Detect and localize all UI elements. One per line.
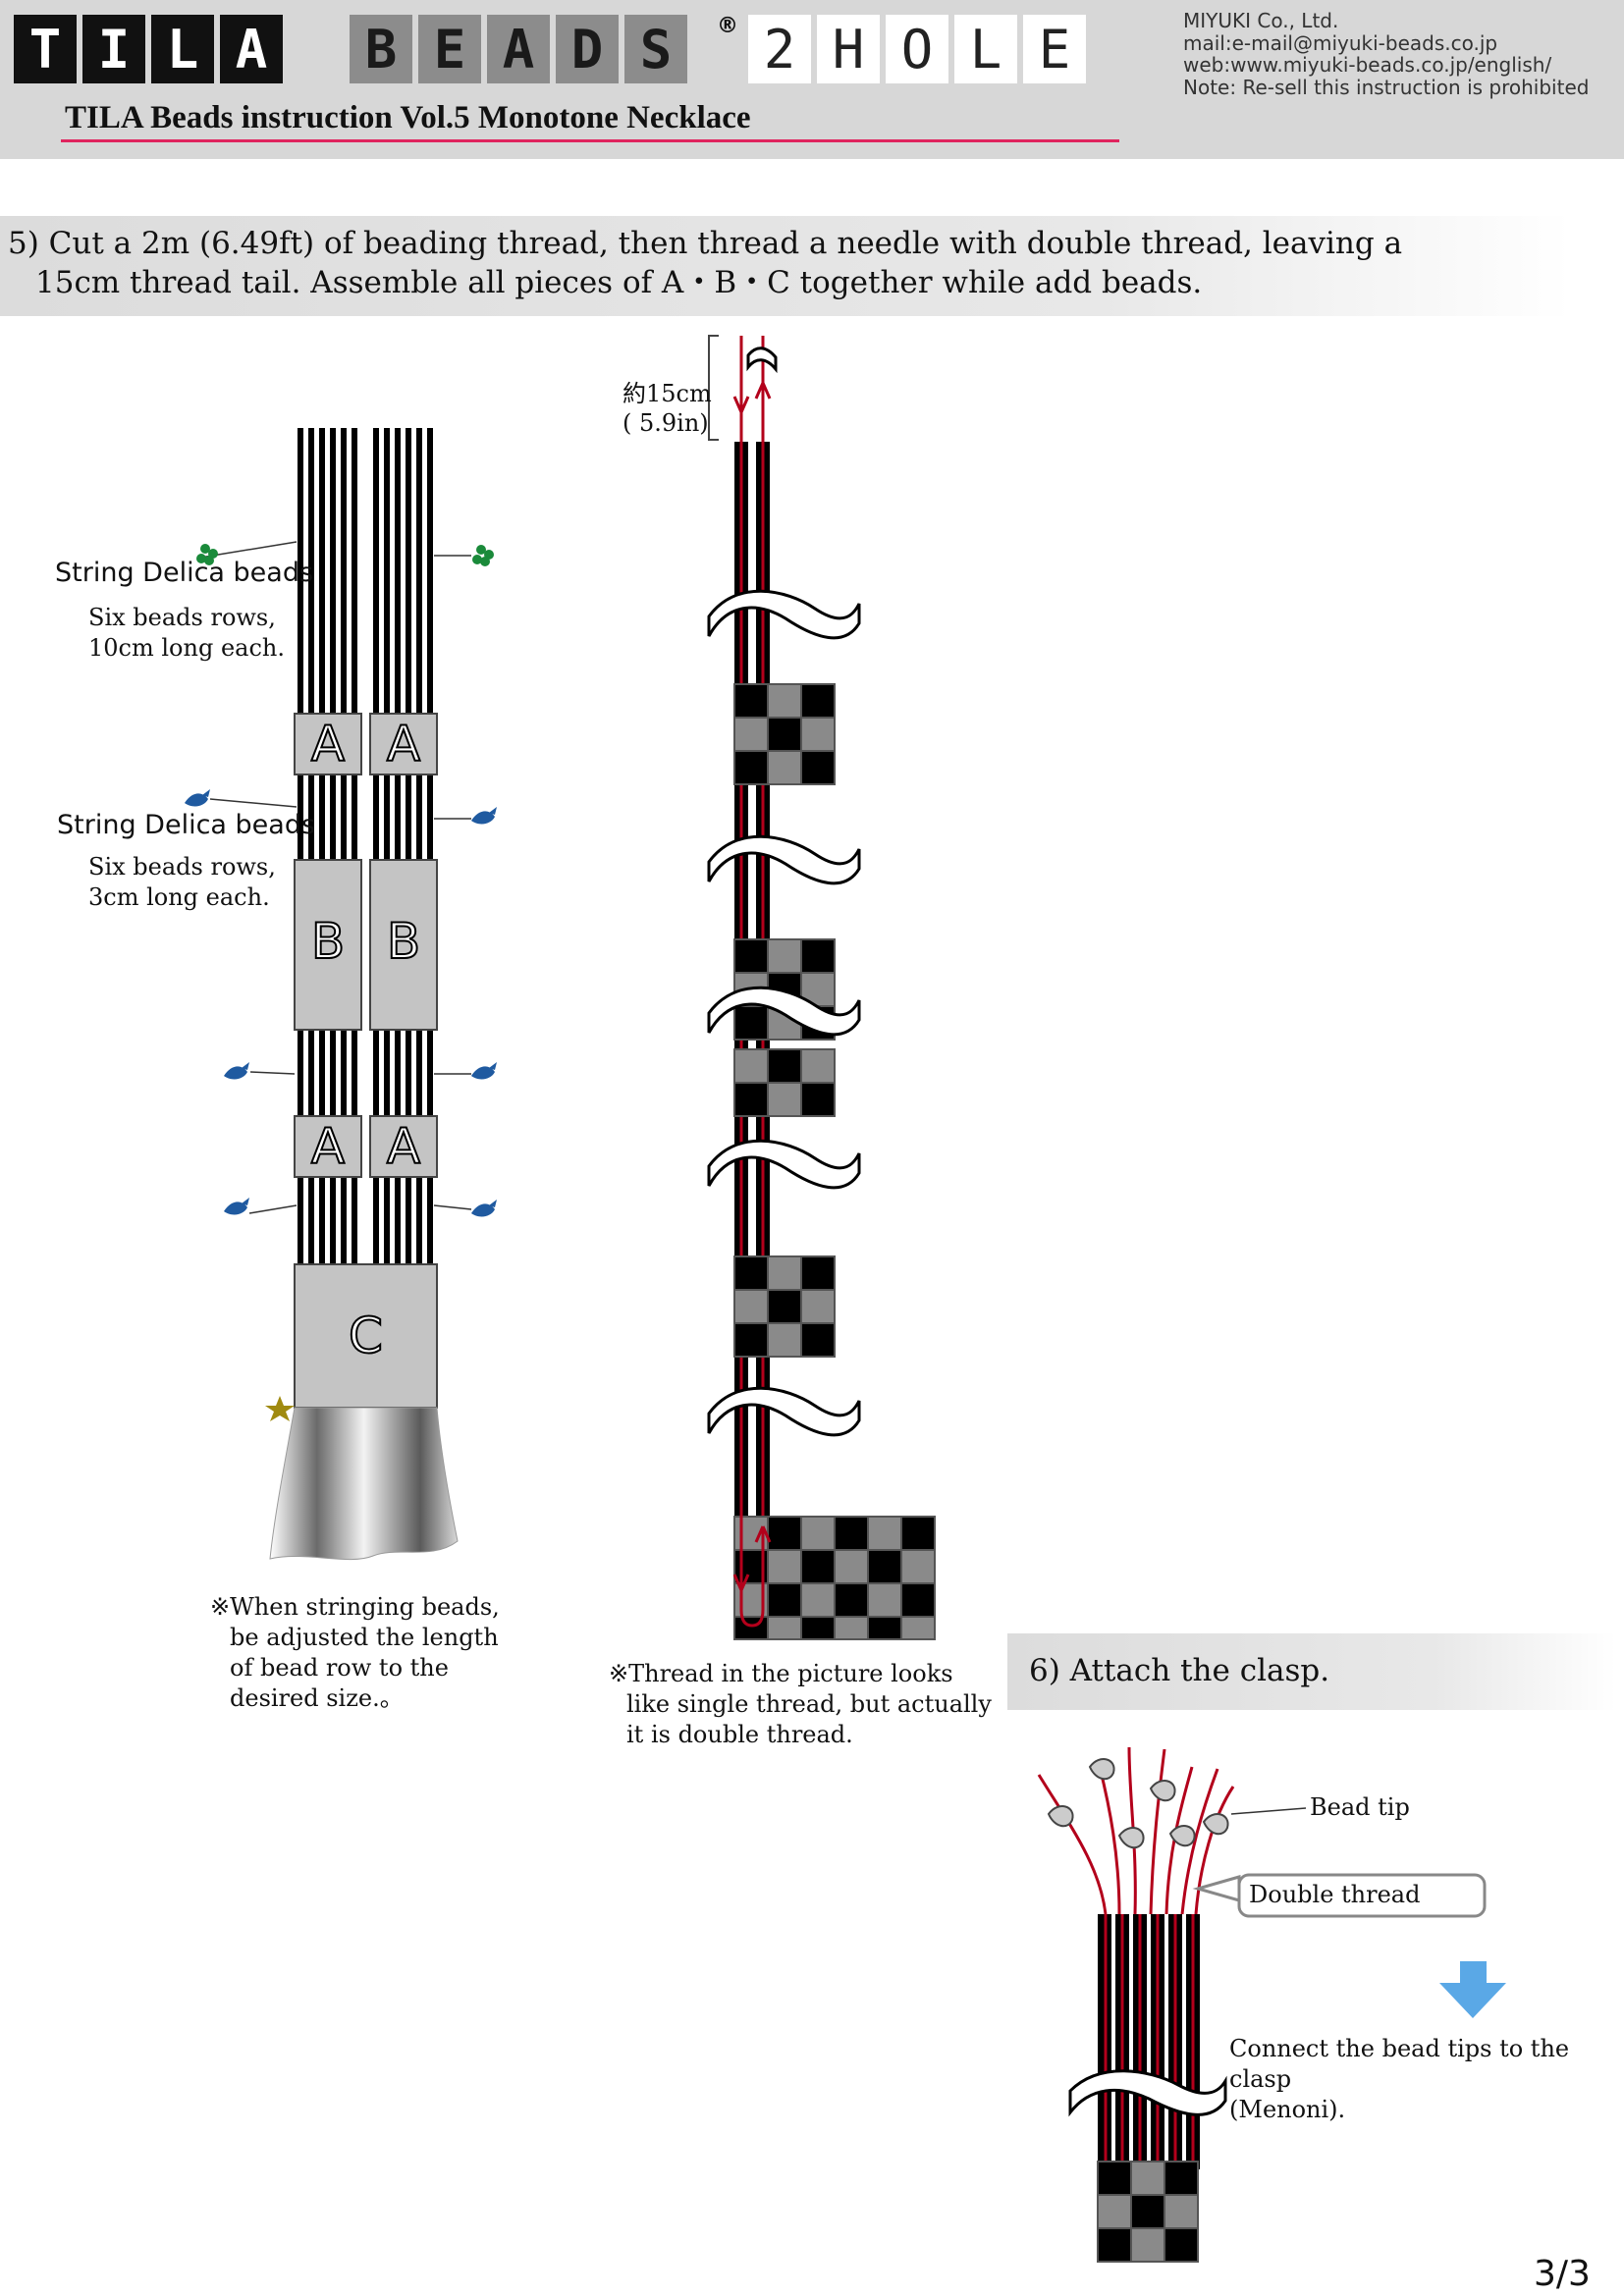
logo-2hole: 2 H O L E — [748, 15, 1086, 83]
piece-a-label: A — [386, 716, 421, 773]
label1-line1: Six beads rows, — [88, 604, 276, 631]
piece-b-right — [369, 859, 438, 1031]
company-info: MIYUKI Co., Ltd. mail:e-mail@miyuki-bead… — [1183, 10, 1589, 98]
registered-mark: ® — [717, 14, 738, 38]
piece-b-label: B — [386, 913, 421, 970]
middle-note: ※Thread in the picture looks like single… — [609, 1659, 992, 1750]
document-title: TILA Beads instruction Vol.5 Monotone Ne… — [65, 100, 751, 135]
bead-block-1 — [733, 683, 836, 785]
company-web: web:www.miyuki-beads.co.jp/english/ — [1183, 53, 1552, 77]
bird-icon — [471, 1062, 497, 1080]
clover-icon — [472, 545, 494, 566]
logo-letter: E — [1023, 15, 1086, 83]
left-note-line3: of bead row to the — [230, 1654, 449, 1682]
piece-a-label: A — [386, 1118, 421, 1175]
middle-note-line1: ※Thread in the picture looks — [609, 1660, 953, 1687]
piece-b-label: B — [310, 913, 346, 970]
piece-b-left — [294, 859, 362, 1031]
bead-block-clasp — [733, 1516, 936, 1640]
left-note-line2: be adjusted the length — [230, 1624, 499, 1651]
logo-letter: T — [14, 15, 77, 83]
label2-desc: Six beads rows, 3cm long each. — [88, 852, 276, 913]
down-arrow-icon — [1439, 1961, 1506, 2018]
label2-line1: Six beads rows, — [88, 853, 276, 881]
piece-a-bottom-right — [369, 1115, 438, 1178]
logo-letter: D — [556, 15, 619, 83]
tail-length-in: ( 5.9in) — [623, 409, 709, 437]
page-number: 3/3 — [1534, 2254, 1591, 2294]
bead-tip-label: Bead tip — [1310, 1793, 1410, 1821]
bird-icon — [224, 1198, 249, 1215]
logo-beads: B E A D S — [350, 15, 687, 83]
break-marks — [707, 347, 861, 1437]
bird-icon — [185, 789, 210, 807]
left-note-line4: desired size.。 — [230, 1684, 404, 1712]
logo-tila: T I L A — [14, 15, 283, 83]
logo-letter: 2 — [748, 15, 811, 83]
step5-bar — [0, 216, 1571, 316]
company-mail: mail:e-mail@miyuki-beads.co.jp — [1183, 30, 1498, 55]
label1-desc: Six beads rows, 10cm long each. — [88, 603, 285, 664]
left-note: ※When stringing beads, be adjusted the l… — [210, 1592, 500, 1714]
bead-tip-icon — [1047, 1758, 1229, 1849]
step5-line2: 15cm thread tail. Assemble all pieces of… — [35, 265, 1203, 300]
bird-icon — [471, 1200, 497, 1217]
step6-bar — [1007, 1633, 1616, 1710]
logo-letter: O — [886, 15, 948, 83]
label-string-delica-2: String Delica beads — [57, 810, 316, 840]
logo-letter: L — [954, 15, 1017, 83]
left-strands — [185, 428, 497, 1561]
star-icon — [265, 1396, 295, 1421]
logo-letter: B — [350, 15, 412, 83]
clover-icon — [196, 544, 218, 565]
tassel — [269, 1407, 459, 1561]
double-thread-label: Double thread — [1249, 1881, 1421, 1908]
double-thread-callout — [1237, 1873, 1487, 1918]
step6-title: 6) Attach the clasp. — [1029, 1653, 1330, 1688]
step5-instruction: 5) Cut a 2m (6.49ft) of beading thread, … — [8, 224, 1402, 302]
piece-a-bottom-left — [294, 1115, 362, 1178]
logo-letter: I — [82, 15, 145, 83]
connect-instruction: Connect the bead tips to the clasp (Meno… — [1229, 2034, 1624, 2125]
piece-a-label: A — [310, 716, 346, 773]
step5-line1: 5) Cut a 2m (6.49ft) of beading thread, … — [8, 226, 1403, 261]
company-note: Note: Re-sell this instruction is prohib… — [1183, 75, 1590, 99]
middle-note-line3: it is double thread. — [626, 1721, 853, 1748]
logo-letter: A — [220, 15, 283, 83]
logo-letter: L — [151, 15, 214, 83]
piece-a-top-left — [294, 713, 362, 775]
label2-line2: 3cm long each. — [88, 883, 270, 911]
piece-a-top-right — [369, 713, 438, 775]
connect-line2: (Menoni). — [1229, 2096, 1346, 2123]
tail-length-cm: 約15cm — [623, 380, 712, 407]
middle-diagram — [707, 335, 936, 1640]
logo-letter: A — [487, 15, 550, 83]
logo-letter: H — [817, 15, 880, 83]
label1-line2: 10cm long each. — [88, 634, 285, 662]
piece-a-label: A — [310, 1118, 346, 1175]
company-name: MIYUKI Co., Ltd. — [1183, 9, 1339, 32]
logo-letter: S — [624, 15, 687, 83]
logo-letter: E — [418, 15, 481, 83]
bird-icon — [224, 1062, 249, 1080]
bead-block-3 — [733, 1255, 836, 1358]
middle-note-line2: like single thread, but actually — [626, 1690, 992, 1718]
label-string-delica-1: String Delica beads — [55, 558, 314, 588]
bird-icon — [471, 807, 497, 825]
title-underline — [61, 139, 1119, 142]
connect-line1: Connect the bead tips to the clasp — [1229, 2035, 1570, 2093]
piece-c-label: C — [348, 1308, 384, 1364]
left-note-line1: ※When stringing beads, — [210, 1593, 500, 1621]
step6-diagram — [1037, 1746, 1506, 2263]
